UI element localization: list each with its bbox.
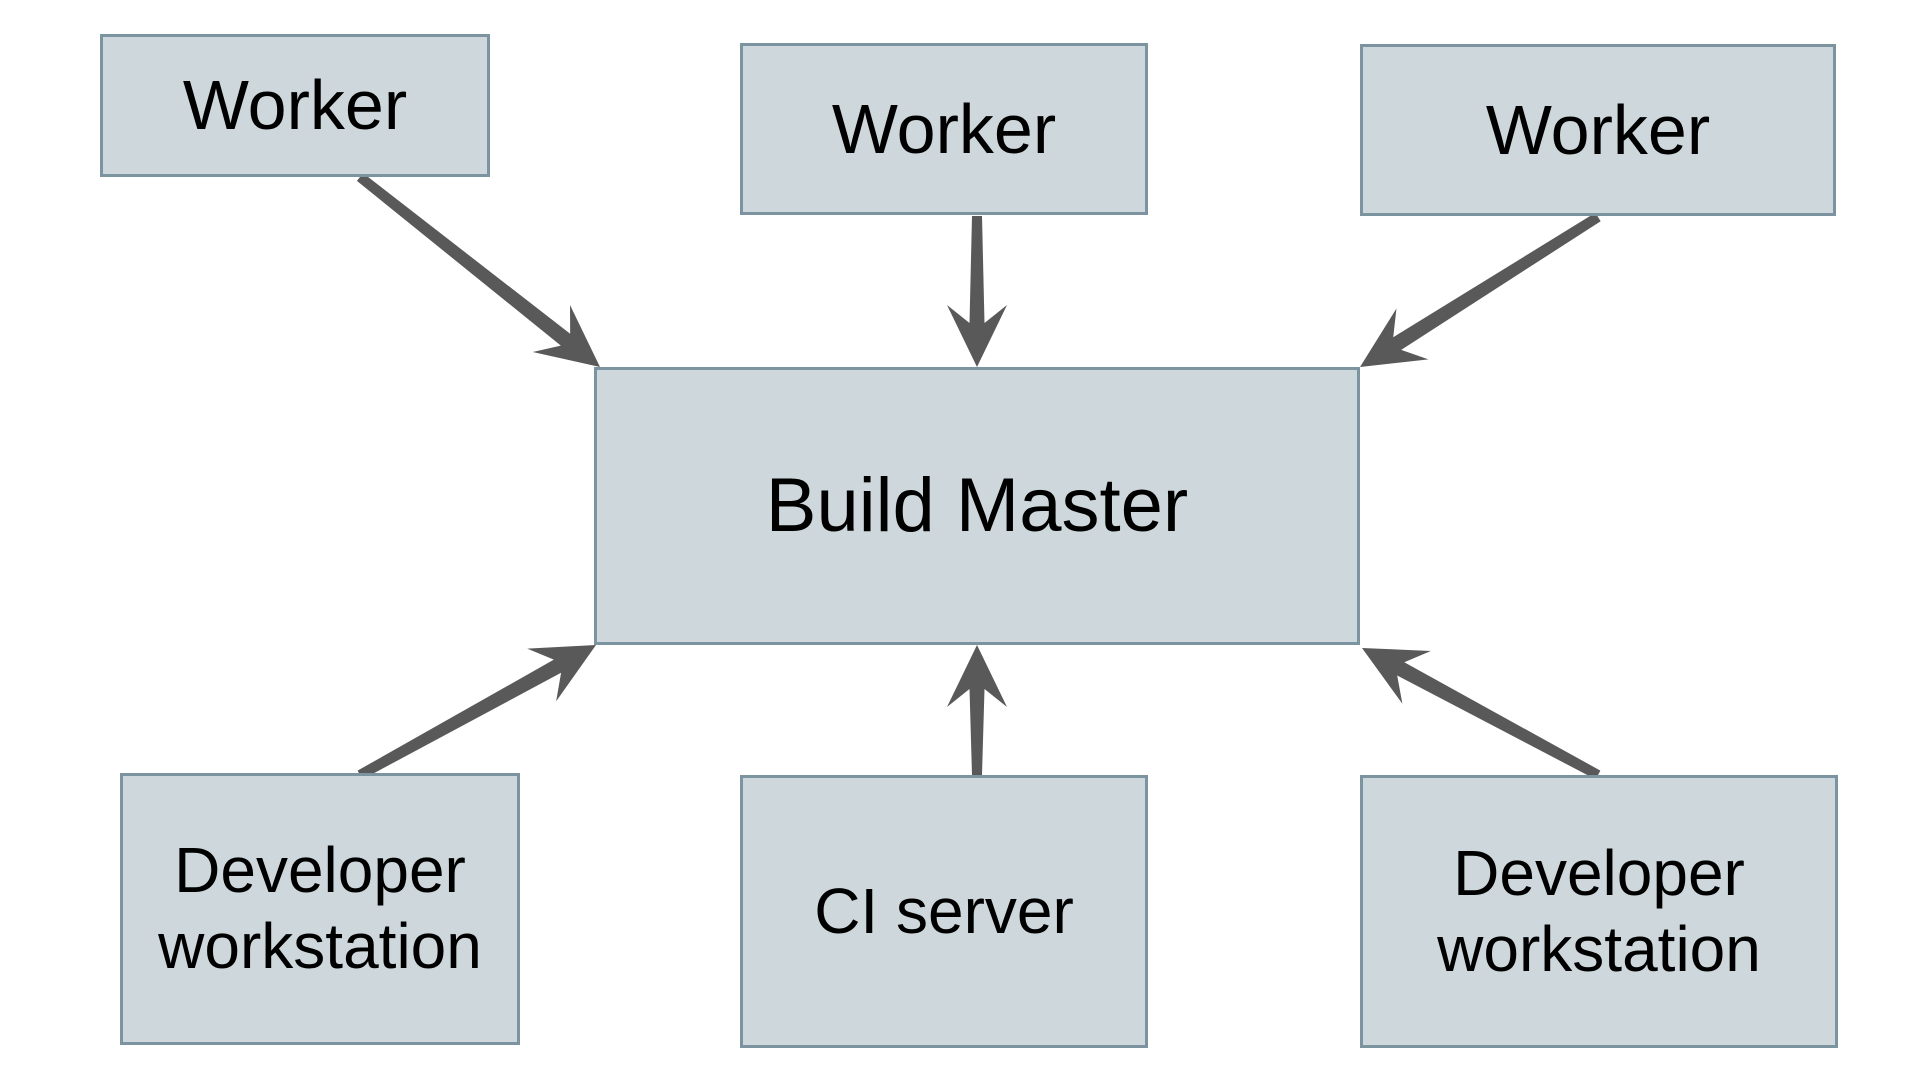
node-developer-workstation-right-label: Developer workstation <box>1437 836 1761 985</box>
edge-worker-1-to-build-master <box>356 173 600 367</box>
node-developer-workstation-right[interactable]: Developer workstation <box>1360 775 1838 1048</box>
edge-developer-workstation-right-to-build-master <box>1362 648 1601 780</box>
edge-ci-server-to-build-master <box>947 645 1007 775</box>
node-ci-server-label: CI server <box>814 874 1074 947</box>
node-build-master-label: Build Master <box>765 463 1189 549</box>
node-worker-1-label: Worker <box>182 66 408 145</box>
edge-developer-workstation-left-to-build-master <box>357 645 596 780</box>
node-worker-2-label: Worker <box>831 89 1057 168</box>
node-worker-3[interactable]: Worker <box>1360 44 1836 216</box>
node-build-master[interactable]: Build Master <box>594 367 1360 645</box>
edge-worker-3-to-build-master <box>1360 212 1601 367</box>
node-ci-server[interactable]: CI server <box>740 775 1148 1048</box>
node-worker-1[interactable]: Worker <box>100 34 490 177</box>
node-worker-2[interactable]: Worker <box>740 43 1148 215</box>
node-developer-workstation-left[interactable]: Developer workstation <box>120 773 520 1045</box>
node-worker-3-label: Worker <box>1485 90 1711 169</box>
edge-worker-2-to-build-master <box>947 216 1007 367</box>
node-developer-workstation-left-label: Developer workstation <box>158 834 482 982</box>
